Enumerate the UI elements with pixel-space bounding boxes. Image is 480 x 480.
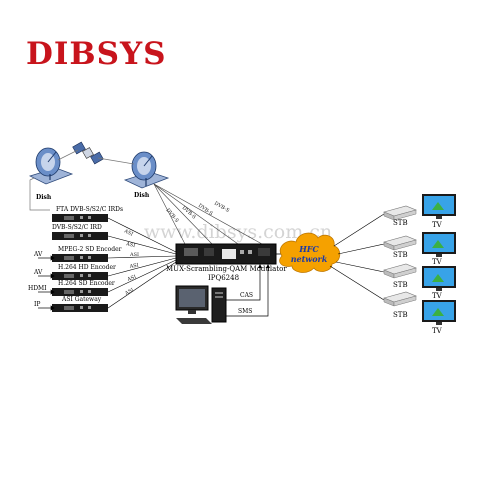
dvb-label: DVB-S	[213, 201, 231, 215]
modulator-model: IPQ6248	[208, 274, 240, 282]
network-text: network	[291, 254, 328, 264]
stb-device-1	[383, 205, 417, 221]
input-arrows	[38, 255, 55, 311]
tv-icon	[422, 266, 456, 291]
ird-label-1: FTA DVB-S/S2/C IRDs	[56, 206, 124, 213]
dvb-links	[153, 183, 263, 247]
dish-label-1: Dish	[36, 194, 52, 201]
tv-icon	[422, 300, 456, 325]
asi-label: ASI	[122, 228, 134, 238]
modulator-title: MUX-Scrambling-QAM Modulator	[166, 265, 287, 273]
tv-label-4: TV	[432, 327, 442, 335]
tv-label-3: TV	[432, 292, 442, 300]
hfc-to-stb-links	[329, 213, 385, 301]
cas-label: CAS	[240, 292, 253, 299]
sms-label: SMS	[238, 308, 252, 315]
stb-device-4	[383, 291, 417, 307]
stb-label-2: STB	[393, 251, 408, 259]
cas-arrow-icon	[258, 264, 262, 268]
dvb-label: DVB-S	[181, 205, 198, 221]
ird-device-2	[52, 232, 108, 240]
asi-label: ASI	[128, 262, 139, 270]
hdmi-input-label: HDMI	[28, 285, 47, 292]
hfc-text: HFC	[298, 244, 319, 254]
stb-device-3	[383, 263, 417, 279]
asi-gateway-device	[52, 304, 108, 312]
logo-text: DIBSYS	[26, 36, 167, 72]
hfc-cloud-icon	[279, 232, 341, 273]
asi-label: ASI	[129, 252, 139, 258]
tv-label-2: TV	[432, 258, 442, 266]
asi-links	[107, 217, 177, 309]
stb-label-3: STB	[393, 281, 408, 289]
h264-hd-encoder-label: H.264 HD Encoder	[58, 264, 116, 271]
modulator-device	[175, 243, 277, 265]
satellite-links	[29, 149, 135, 211]
dish-label-2: Dish	[134, 192, 150, 199]
h264-hd-encoder-device	[52, 272, 108, 280]
sms-arrow-icon	[266, 264, 270, 268]
tv-icon	[422, 194, 456, 219]
stb-device-2	[383, 235, 417, 251]
av-input-label: AV	[34, 251, 43, 258]
satellite-icon	[72, 141, 104, 165]
mpeg2-encoder-label: MPEG-2 SD Encoder	[58, 246, 122, 253]
tv-icon	[422, 232, 456, 257]
watermark-text: www.dibsys.com.cn	[144, 221, 332, 243]
ird-device-1	[52, 214, 108, 222]
av-input-label: AV	[34, 269, 43, 276]
stb-label-4: STB	[393, 311, 408, 319]
asi-label: ASI	[126, 274, 137, 283]
asi-label: ASI	[125, 241, 136, 249]
dvb-label: DVB-S	[197, 203, 214, 218]
stb-label-1: STB	[393, 219, 408, 227]
cas-sms-links	[226, 266, 269, 317]
tv-label-1: TV	[432, 221, 442, 229]
h264-sd-encoder-device	[52, 288, 108, 296]
pc-icon	[175, 285, 227, 324]
mpeg2-encoder-device	[52, 254, 108, 262]
dish-icon	[28, 147, 74, 185]
ip-input-label: IP	[34, 301, 41, 308]
ird-label-2: DVB-S/S2/C IRD	[52, 224, 102, 231]
dish-icon	[123, 151, 170, 189]
asi-label: ASI	[123, 287, 135, 297]
h264-sd-encoder-label: H.264 SD Encoder	[58, 280, 115, 287]
asi-gateway-label: ASI Gateway	[62, 296, 102, 303]
dibsys-logo: DIBSYS	[26, 34, 186, 74]
